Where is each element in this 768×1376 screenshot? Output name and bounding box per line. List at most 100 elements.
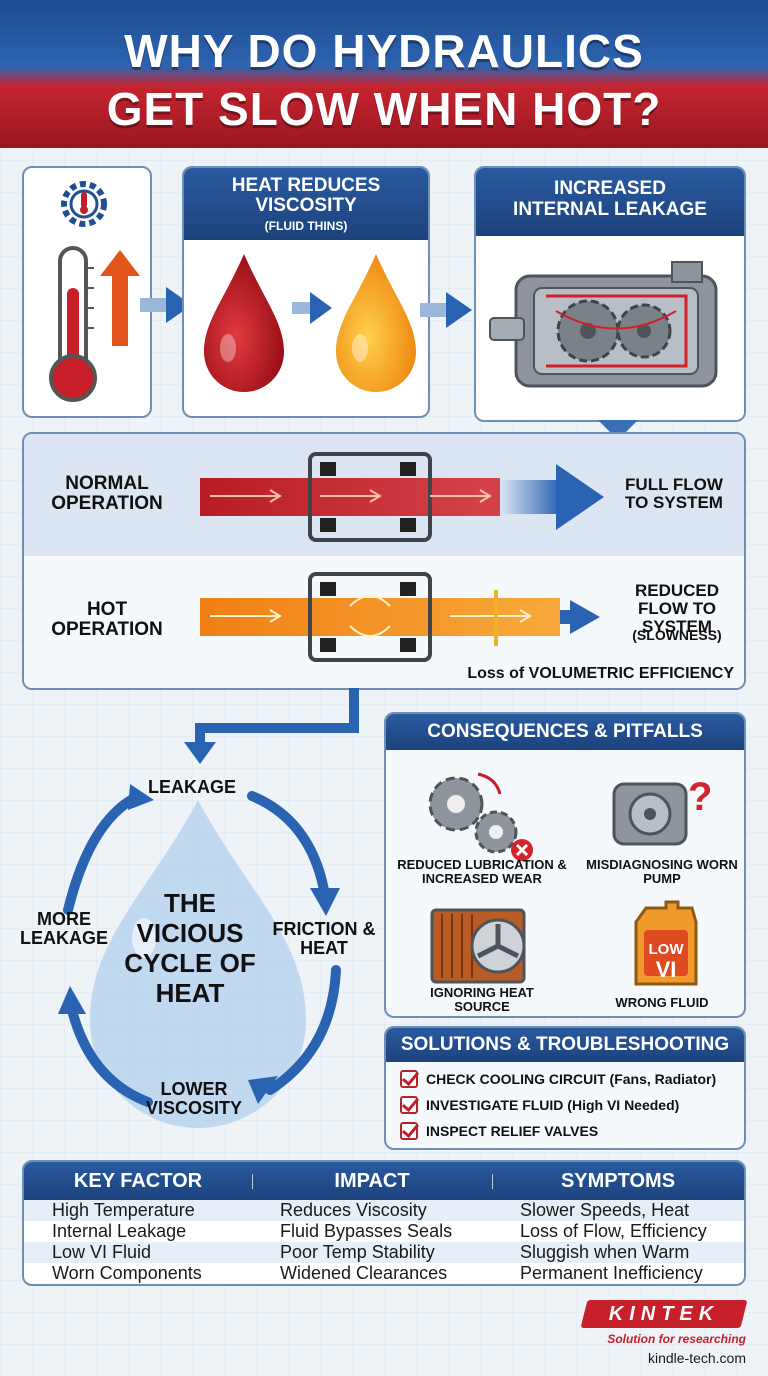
viscosity-panel-header: HEAT REDUCES VISCOSITY (FLUID THINS) xyxy=(184,168,428,240)
cycle-title-line2: VICIOUS xyxy=(136,918,244,948)
thin-fluid-drop-icon xyxy=(336,254,416,392)
full-flow-arrow-icon xyxy=(556,464,604,530)
brand-tagline: Solution for researching xyxy=(607,1332,746,1346)
checkbox-checked-icon xyxy=(400,1096,418,1114)
pump-question-icon: ? xyxy=(612,775,712,846)
viscosity-title: HEAT REDUCES VISCOSITY xyxy=(231,175,381,216)
pointer-triangle xyxy=(598,420,638,440)
header-title-line2: GET SLOW WHEN HOT? xyxy=(106,83,662,135)
thermometer-icon xyxy=(49,246,97,402)
table-cell: Low VI Fluid xyxy=(52,1242,152,1262)
consequence-label-wrong-fluid: WRONG FLUID xyxy=(615,995,709,1010)
viscosity-subtitle: (FLUID THINS) xyxy=(264,219,348,233)
table-row: Low VI Fluid Poor Temp Stability Sluggis… xyxy=(24,1242,744,1263)
temperature-gear-icon xyxy=(61,181,107,227)
solution-item-relief: INSPECT RELIEF VALVES xyxy=(400,1122,598,1140)
cycle-node-more-leakage: MORE LEAKAGE xyxy=(19,909,108,948)
brand-url[interactable]: kindle-tech.com xyxy=(647,1350,746,1366)
radiator-fan-icon xyxy=(430,908,526,984)
cycle-drop-shape xyxy=(90,800,306,1128)
hot-operation-label: HOT OPERATION xyxy=(51,599,163,640)
table-cell: High Temperature xyxy=(52,1200,195,1220)
thick-fluid-drop-icon xyxy=(204,254,284,392)
thermometer-panel xyxy=(22,166,152,418)
checkbox-checked-icon xyxy=(400,1122,418,1140)
cycle-arrow-icon xyxy=(58,986,86,1014)
jug-label-vi: VI xyxy=(655,957,677,982)
table-header-key-factor: KEY FACTOR xyxy=(73,1169,203,1192)
leakage-title: INCREASED INTERNAL LEAKAGE xyxy=(513,178,707,220)
table-header-symptoms: SYMPTOMS xyxy=(492,1170,744,1193)
table-row: Worn Components Widened Clearances Perma… xyxy=(24,1263,744,1284)
checkbox-checked-icon xyxy=(400,1070,418,1088)
table-header-row: KEY FACTOR IMPACT SYMPTOMS xyxy=(24,1162,744,1200)
solution-item-fluid: INVESTIGATE FLUID (High VI Needed) xyxy=(400,1096,679,1114)
table-cell: Fluid Bypasses Seals xyxy=(280,1221,453,1241)
header-title-line1: WHY DO HYDRAULICS xyxy=(124,25,644,77)
solutions-title: SOLUTIONS & TROUBLESHOOTING xyxy=(386,1028,744,1062)
arrow-right-icon xyxy=(140,287,192,323)
table-header-impact: IMPACT xyxy=(252,1170,492,1193)
rising-arrow-icon xyxy=(100,250,140,346)
cycle-title-line3: CYCLE OF xyxy=(124,948,256,978)
jug-label-low: LOW xyxy=(648,941,684,958)
hot-result-label: REDUCED FLOW TO SYSTEM xyxy=(634,581,720,636)
thermometer-illustration xyxy=(49,181,140,402)
table-row: Internal Leakage Fluid Bypasses Seals Lo… xyxy=(24,1221,744,1242)
table-cell: Worn Components xyxy=(52,1263,202,1283)
cycle-node-friction-heat: FRICTION & HEAT xyxy=(272,919,376,958)
header-banner: WHY DO HYDRAULICS GET SLOW WHEN HOT? xyxy=(0,0,768,148)
solution-item-cooling: CHECK COOLING CIRCUIT (Fans, Radiator) xyxy=(400,1070,716,1088)
solution-text: INSPECT RELIEF VALVES xyxy=(426,1123,599,1139)
table-cell: Reduces Viscosity xyxy=(280,1200,427,1220)
hydraulic-pump-icon xyxy=(489,261,718,388)
table-cell: Poor Temp Stability xyxy=(280,1242,435,1262)
consequences-panel: CONSEQUENCES & PITFALLS REDUCED LUBRICAT… xyxy=(384,712,746,1018)
fluid-drops-illustration xyxy=(204,254,416,392)
cycle-title-line1: THE xyxy=(164,888,216,918)
table-cell: Sluggish when Warm xyxy=(520,1242,690,1262)
cycle-node-leakage: LEAKAGE xyxy=(147,777,236,797)
key-factor-table: KEY FACTOR IMPACT SYMPTOMS High Temperat… xyxy=(22,1160,746,1286)
hot-flow-diagram xyxy=(200,572,600,662)
pump-cutaway-illustration xyxy=(489,261,718,388)
worn-gears-icon xyxy=(428,772,533,861)
cycle-arrow-icon xyxy=(128,784,154,810)
cycle-title-line4: HEAT xyxy=(155,978,225,1008)
hot-result-note: (SLOWNESS) xyxy=(632,627,722,643)
table-cell: Permanent Inefficiency xyxy=(520,1263,703,1283)
table-cell: Widened Clearances xyxy=(280,1263,448,1283)
solutions-panel: SOLUTIONS & TROUBLESHOOTING CHECK COOLIN… xyxy=(384,1026,746,1150)
solution-text: INVESTIGATE FLUID (High VI Needed) xyxy=(426,1097,680,1113)
consequence-label-heat-source: IGNORING HEAT SOURCE xyxy=(430,985,534,1014)
consequences-title: CONSEQUENCES & PITFALLS xyxy=(386,714,744,750)
arrow-right-icon xyxy=(292,292,332,324)
normal-operation-label: NORMAL OPERATION xyxy=(51,473,163,514)
brand-logo-text: KINTEK xyxy=(608,1303,720,1325)
flow-comparison-panel: NORMAL OPERATION FULL FLOW TO SYSTEM HOT… xyxy=(22,432,746,690)
svg-text:?: ? xyxy=(688,775,712,819)
brand-logo[interactable]: KINTEK xyxy=(580,1300,748,1328)
normal-flow-diagram xyxy=(200,452,604,542)
cycle-arrow-icon xyxy=(248,1076,278,1104)
viscosity-panel: HEAT REDUCES VISCOSITY (FLUID THINS) xyxy=(182,166,430,418)
cycle-arrow-icon xyxy=(310,888,340,916)
consequence-label-lubrication: REDUCED LUBRICATION & INCREASED WEAR xyxy=(397,857,567,886)
efficiency-note: Loss of VOLUMETRIC EFFICIENCY xyxy=(467,665,734,682)
table-cell: Loss of Flow, Efficiency xyxy=(520,1221,707,1241)
table-cell: Internal Leakage xyxy=(52,1221,187,1241)
normal-result-label: FULL FLOW TO SYSTEM xyxy=(625,475,723,512)
consequence-label-misdiagnosing: MISDIAGNOSING WORN PUMP xyxy=(586,857,738,886)
leakage-panel-header: INCREASED INTERNAL LEAKAGE xyxy=(476,168,744,236)
cycle-node-lower-viscosity: LOWER VISCOSITY xyxy=(145,1079,243,1118)
leakage-panel: INCREASED INTERNAL LEAKAGE xyxy=(474,166,746,422)
connector-arrow-icon xyxy=(184,688,359,764)
reduced-flow-arrow-icon xyxy=(570,600,600,634)
table-body: High Temperature Reduces Viscosity Slowe… xyxy=(24,1200,744,1284)
vicious-cycle-diagram xyxy=(58,784,341,1128)
fluid-jug-icon xyxy=(634,900,698,986)
solution-text: CHECK COOLING CIRCUIT (Fans, Radiator) xyxy=(426,1071,717,1087)
arrow-right-icon xyxy=(420,292,472,328)
table-row: High Temperature Reduces Viscosity Slowe… xyxy=(24,1200,744,1221)
table-cell: Slower Speeds, Heat xyxy=(520,1200,690,1220)
